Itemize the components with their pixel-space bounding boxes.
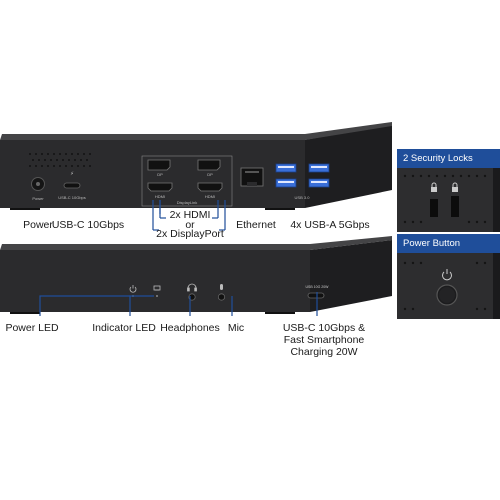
displayport-2 (197, 159, 221, 171)
callout-video-line3: 2x DisplayPort (156, 228, 224, 240)
usba-ports (275, 163, 330, 188)
callout-headphones: Headphones (160, 322, 220, 334)
power-button-inset (397, 253, 500, 319)
hdmi-port-1 (147, 182, 173, 192)
power-led-icon (129, 285, 137, 293)
security-lock-slot-1 (430, 199, 438, 217)
front-usbc-label: USB 10G 20W (306, 285, 330, 289)
callout-ethernet: Ethernet (236, 219, 276, 231)
dp-label-2: DP (207, 172, 213, 177)
displayport-1 (147, 159, 171, 171)
front-usbc-port (307, 292, 325, 299)
lock-icon-1 (431, 182, 437, 192)
lock-icon-2 (452, 182, 458, 192)
svg-text:⚡: ⚡ (70, 171, 74, 177)
power-icon (442, 269, 452, 281)
mic-jack (217, 293, 226, 301)
front-callout-lines (39, 292, 318, 316)
ethernet-port (240, 167, 264, 187)
callout-mic: Mic (227, 322, 245, 334)
power-button-title: Power Button (397, 234, 500, 253)
dp-label-1: DP (157, 172, 163, 177)
hdmi-port-2 (197, 182, 223, 192)
mic-icon (220, 284, 223, 290)
indicator-led-icon (153, 285, 161, 291)
usbc-port-label: USB-C 10Gbps (58, 195, 86, 200)
hdmi-label-2: HDMI (205, 194, 215, 199)
security-lock-slot-2 (451, 196, 459, 217)
usb3-label: USB 3.0 (295, 195, 311, 200)
rear-callout-lines (152, 200, 226, 231)
power-port-label: Power (32, 196, 44, 201)
callout-usbc-line3: Charging 20W (290, 346, 358, 358)
security-locks-inset (397, 168, 500, 232)
power-port (31, 177, 45, 191)
indicator-led (156, 295, 158, 297)
callout-video-line1: 2x HDMI (169, 209, 211, 221)
callout-video-line2: or (185, 219, 195, 231)
usbc-port: ⚡ (63, 171, 81, 189)
headphone-icon (187, 283, 197, 292)
callout-usba: 4x USB-A 5Gbps (290, 219, 370, 231)
dock-front-view: USB 10G 20W (0, 236, 392, 314)
hdmi-label-1: HDMI (155, 194, 165, 199)
callout-power-led: Power LED (5, 322, 59, 334)
security-locks-title: 2 Security Locks (397, 149, 500, 168)
callout-indicator-led: Indicator LED (92, 322, 156, 334)
displaylink-label: DisplayLink (177, 200, 197, 205)
callout-usbc: USB-C 10Gbps (51, 219, 125, 231)
dock-rear-view: Power ⚡ USB-C 10Gbps DP DP HDMI HDMI Dis… (0, 122, 392, 210)
callout-usbc-line1: USB-C 10Gbps & (282, 322, 366, 334)
callout-power: Power (23, 219, 53, 231)
callout-usbc-line2: Fast Smartphone (283, 334, 365, 346)
